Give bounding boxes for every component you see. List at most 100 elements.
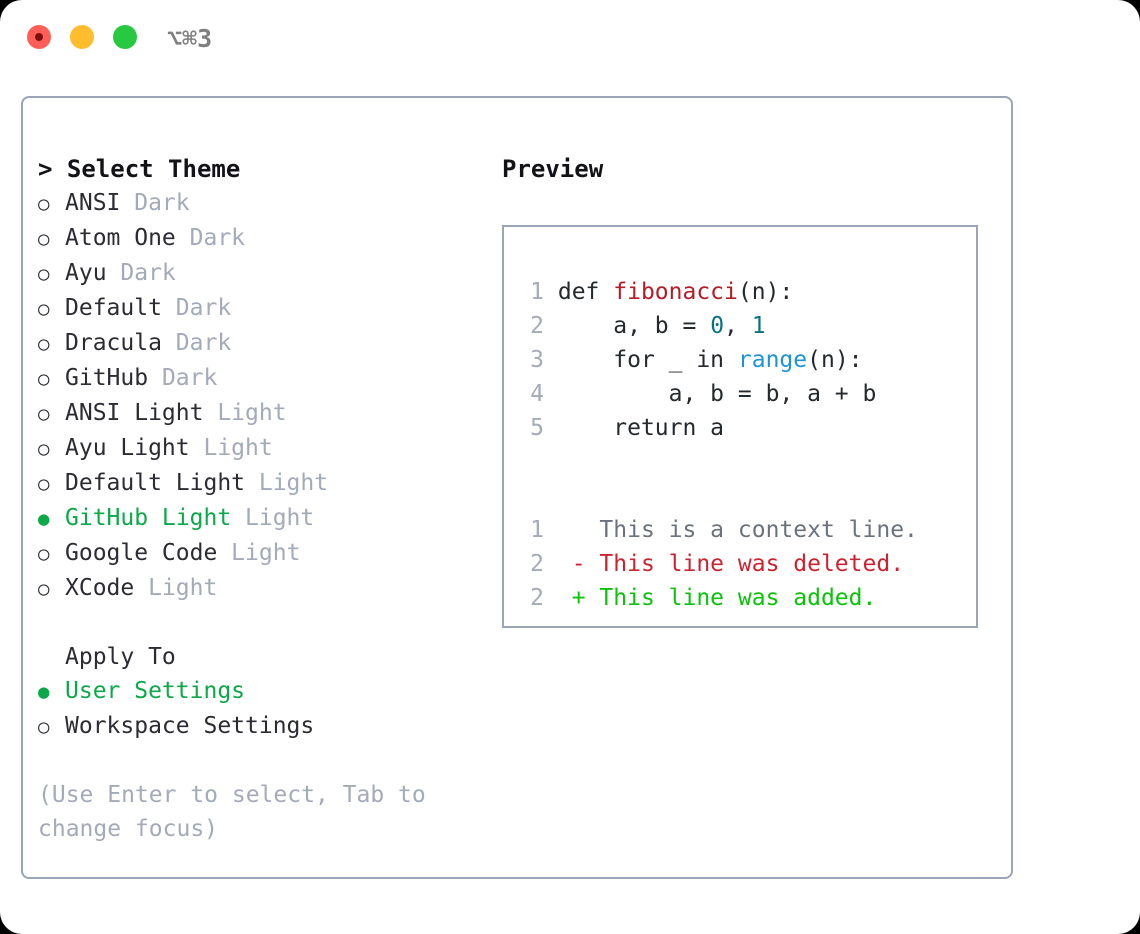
- theme-option-label: Default Light: [65, 470, 246, 496]
- preview-column: Preview 1 def fibonacci(n):2 a, b = 0, 1…: [502, 152, 992, 628]
- radio-unselected-icon: ○: [38, 333, 50, 355]
- diff-marker: -: [571, 551, 586, 577]
- diff-text: This line was added.: [585, 585, 877, 611]
- theme-variant-tag: Light: [217, 540, 301, 566]
- line-number: 3: [530, 347, 544, 373]
- code-line: 3 for _ in range(n):: [518, 343, 918, 377]
- line-number: 2: [530, 551, 544, 577]
- line-number: 1: [530, 279, 544, 305]
- theme-option-label: Atom One: [65, 225, 176, 251]
- apply-to-option[interactable]: ● User Settings: [38, 674, 478, 709]
- code-token-plain: a, b =: [557, 313, 711, 339]
- code-line: 5 return a: [518, 411, 918, 445]
- radio-unselected-icon: ○: [38, 403, 50, 425]
- code-token-func: fibonacci: [613, 279, 738, 305]
- code-token-plain: for _ in: [557, 347, 738, 373]
- theme-variant-tag: Dark: [148, 365, 218, 391]
- apply-to-heading: Apply To: [65, 644, 176, 670]
- theme-option[interactable]: ○ Default Light Light: [38, 466, 478, 501]
- theme-option[interactable]: ○Ayu Light Light: [38, 431, 478, 466]
- theme-option[interactable]: ○GitHub Dark: [38, 361, 478, 396]
- code-token-plain: ,: [724, 313, 752, 339]
- theme-option[interactable]: ○ Atom One Dark: [38, 221, 478, 256]
- line-number: 2: [530, 585, 544, 611]
- code-token-call: range: [737, 347, 808, 373]
- line-number: 5: [530, 415, 544, 441]
- radio-unselected-icon: ○: [38, 543, 50, 565]
- theme-option-label: GitHub: [65, 365, 149, 391]
- code-token-num: 0: [710, 313, 725, 339]
- code-line: 4 a, b = b, a + b: [518, 377, 918, 411]
- close-window-button[interactable]: [27, 25, 51, 49]
- radio-selected-icon: ●: [38, 508, 50, 530]
- code-blank-line: [518, 479, 918, 513]
- keyboard-hint-text: (Use Enter to select, Tab to change focu…: [38, 782, 440, 842]
- preview-heading: Preview: [502, 155, 604, 183]
- code-line: 2 a, b = 0, 1: [518, 309, 918, 343]
- line-number: 4: [530, 381, 544, 407]
- code-token-plain: def: [557, 279, 614, 305]
- diff-line: 1 This is a context line.: [518, 513, 918, 547]
- radio-unselected-icon: ○: [38, 473, 50, 495]
- theme-variant-tag: Light: [189, 435, 273, 461]
- line-number: 1: [530, 517, 544, 543]
- theme-option-label: Ayu Light: [65, 435, 190, 461]
- theme-option[interactable]: ○ Google Code Light: [38, 536, 478, 571]
- theme-list-column: > Select Theme ○ANSI Dark○Atom One Dark○…: [38, 152, 478, 846]
- apply-to-list: ● User Settings ○Workspace Settings: [38, 674, 478, 744]
- diff-line: 2 - This line was deleted.: [518, 547, 918, 581]
- theme-variant-tag: Light: [231, 505, 315, 531]
- theme-option-label: Default: [65, 295, 162, 321]
- theme-option-label: XCode: [65, 575, 135, 601]
- code-token-plain: (n):: [737, 279, 794, 305]
- code-token-plain: return a: [557, 415, 725, 441]
- theme-variant-tag: Dark: [175, 225, 246, 251]
- radio-unselected-icon: ○: [38, 193, 50, 215]
- keyboard-shortcut-label: ⌥⌘3: [167, 24, 213, 53]
- hint-spacer: [38, 744, 478, 778]
- theme-variant-tag: Dark: [161, 295, 232, 321]
- theme-option-label: ANSI Light: [65, 400, 204, 426]
- diff-text: This line was deleted.: [585, 551, 905, 577]
- apply-to-option-label: User Settings: [65, 678, 246, 704]
- theme-variant-tag: Dark: [106, 260, 176, 286]
- theme-variant-tag: Dark: [161, 330, 232, 356]
- code-token-plain: a, b = b, a + b: [557, 381, 877, 407]
- theme-variant-tag: Light: [245, 470, 329, 496]
- theme-option[interactable]: ○ Default Dark: [38, 291, 478, 326]
- theme-selector-panel: > Select Theme ○ANSI Dark○Atom One Dark○…: [21, 96, 1013, 879]
- title-bar: ⌥⌘3: [0, 0, 1140, 78]
- theme-option[interactable]: ● GitHub Light Light: [38, 501, 478, 536]
- radio-unselected-icon: ○: [38, 298, 50, 320]
- theme-variant-tag: Light: [203, 400, 287, 426]
- diff-marker: +: [571, 585, 586, 611]
- apply-to-option[interactable]: ○Workspace Settings: [38, 709, 478, 744]
- radio-selected-icon: ●: [38, 681, 50, 703]
- theme-option-label: Ayu: [65, 260, 107, 286]
- theme-option[interactable]: ○ ANSI Light Light: [38, 396, 478, 431]
- theme-option[interactable]: ○ XCode Light: [38, 571, 478, 606]
- select-theme-heading: > Select Theme: [38, 155, 241, 183]
- diff-marker: [572, 517, 586, 543]
- code-token-num: 1: [751, 313, 766, 339]
- theme-variant-tag: Dark: [120, 190, 190, 216]
- code-blank-line: [518, 445, 918, 479]
- theme-option-label: GitHub Light: [65, 505, 232, 531]
- radio-unselected-icon: ○: [38, 263, 50, 285]
- line-number: 2: [530, 313, 544, 339]
- theme-option[interactable]: ○ Ayu Dark: [38, 256, 478, 291]
- radio-unselected-icon: ○: [38, 578, 50, 600]
- section-spacer: [38, 606, 478, 640]
- theme-option[interactable]: ○ANSI Dark: [38, 186, 478, 221]
- radio-unselected-icon: ○: [38, 228, 50, 250]
- theme-list: ○ANSI Dark○Atom One Dark○Ayu Dark○Defaul…: [38, 186, 478, 606]
- theme-option[interactable]: ○Dracula Dark: [38, 326, 478, 361]
- theme-variant-tag: Light: [134, 575, 218, 601]
- minimize-window-button[interactable]: [70, 25, 94, 49]
- code-token-plain: (n):: [807, 347, 863, 373]
- theme-option-label: Google Code: [65, 540, 218, 566]
- code-line: 1 def fibonacci(n):: [518, 275, 918, 309]
- zoom-window-button[interactable]: [113, 25, 137, 49]
